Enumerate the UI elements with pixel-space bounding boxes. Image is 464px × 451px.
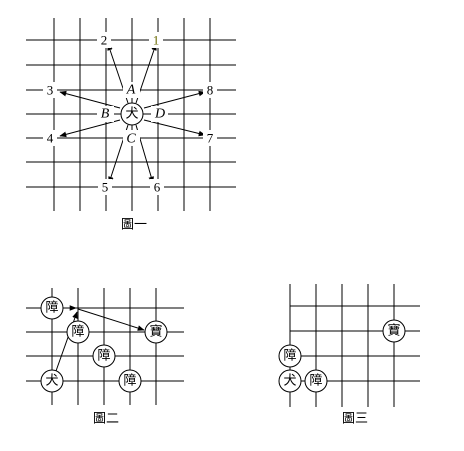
arrow-to-4 (59, 119, 121, 138)
dog-piece-label: 犬 (125, 107, 138, 122)
arrow-to-7 (143, 119, 206, 137)
label-A: A (126, 83, 136, 98)
svg-text:犬: 犬 (283, 374, 296, 389)
svg-text:犬: 犬 (45, 374, 58, 389)
svg-text:障: 障 (97, 349, 110, 364)
svg-text:寶: 寶 (149, 324, 162, 340)
figure2-obstacle-3: 障 (92, 344, 116, 368)
figure2-obstacle-1: 障 (40, 296, 64, 320)
figure2-dog-piece: 犬 (40, 369, 64, 393)
figure3-dog-piece: 犬 (278, 369, 302, 393)
svg-text:障: 障 (71, 325, 84, 340)
label-7: 7 (207, 131, 214, 146)
figure3-obstacle-1: 障 (278, 344, 302, 368)
label-B: B (101, 107, 110, 122)
figure3-caption: 圖三 (342, 412, 368, 427)
figure3-obstacle-2: 障 (304, 369, 328, 393)
arrow-to-8 (143, 90, 206, 109)
figure3-treasure-piece: 寶 (382, 319, 406, 343)
label-2: 2 (101, 33, 108, 48)
label-6: 6 (154, 180, 161, 195)
label-3: 3 (47, 83, 54, 98)
label-8: 8 (207, 83, 214, 98)
figure2-obstacle-2: 障 (66, 320, 90, 344)
svg-text:寶: 寶 (387, 323, 400, 339)
label-4: 4 (47, 131, 54, 146)
svg-text:障: 障 (283, 349, 296, 364)
figure2-obstacle-4: 障 (118, 369, 142, 393)
label-1: 1 (153, 33, 160, 48)
svg-text:障: 障 (45, 301, 58, 316)
figure2-treasure-piece: 寶 (144, 320, 168, 344)
svg-text:障: 障 (123, 374, 136, 389)
arrow-corner-to-treasure (77, 308, 145, 331)
label-C: C (126, 132, 136, 147)
figure1-dog-piece: 犬 (120, 102, 144, 126)
figure3-grid (289, 284, 420, 407)
figure1-caption: 圖一 (121, 218, 147, 233)
label-D: D (154, 107, 165, 122)
label-5: 5 (102, 180, 109, 195)
svg-text:障: 障 (309, 374, 322, 389)
figure1-letter-labels: A B C D (97, 82, 168, 147)
figure1-number-labels: 1 2 3 4 5 6 7 8 (43, 32, 217, 195)
figure2-caption: 圖二 (93, 412, 119, 427)
arrow-to-3 (59, 90, 121, 109)
